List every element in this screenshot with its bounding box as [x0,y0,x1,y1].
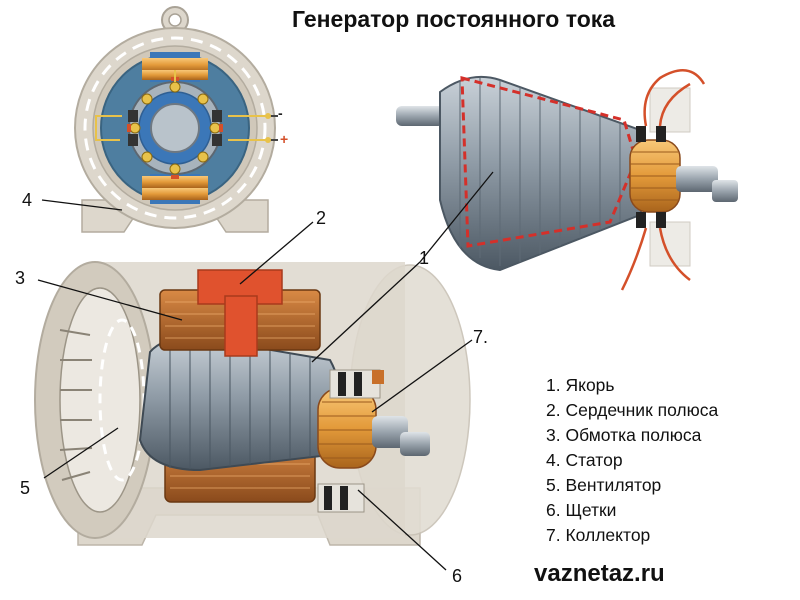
assembled-generator-view [34,261,471,546]
legend-item: 6. Щетки [546,500,617,520]
diagram-title: Генератор постоянного тока [292,6,616,32]
legend-item: 3. Обмотка полюса [546,425,702,445]
armature-view [396,69,738,291]
plus-terminal-label: + [280,131,289,147]
legend-item: 7. Коллектор [546,525,651,545]
callout-2: 2 [316,208,327,228]
minus-terminal-label: - [278,105,283,121]
leader-lines [37,171,494,571]
callout-6: 6 [452,566,463,586]
legend-item: 1. Якорь [546,375,615,395]
callout-1: 1 [419,248,430,268]
callout-5: 5 [20,478,31,498]
website-watermark: vaznetaz.ru [534,560,665,587]
callout-7: 7. [473,327,489,347]
legend-item: 5. Вентилятор [546,475,662,495]
callout-4: 4 [22,190,33,210]
legend-item: 2. Сердечник полюса [546,400,719,420]
callout-3: 3 [15,268,26,288]
legend-item: 4. Статор [546,450,623,470]
parts-legend: 1. Якорь 2. Сердечник полюса 3. Обмотка … [546,373,718,548]
cross-section-view [74,6,278,233]
